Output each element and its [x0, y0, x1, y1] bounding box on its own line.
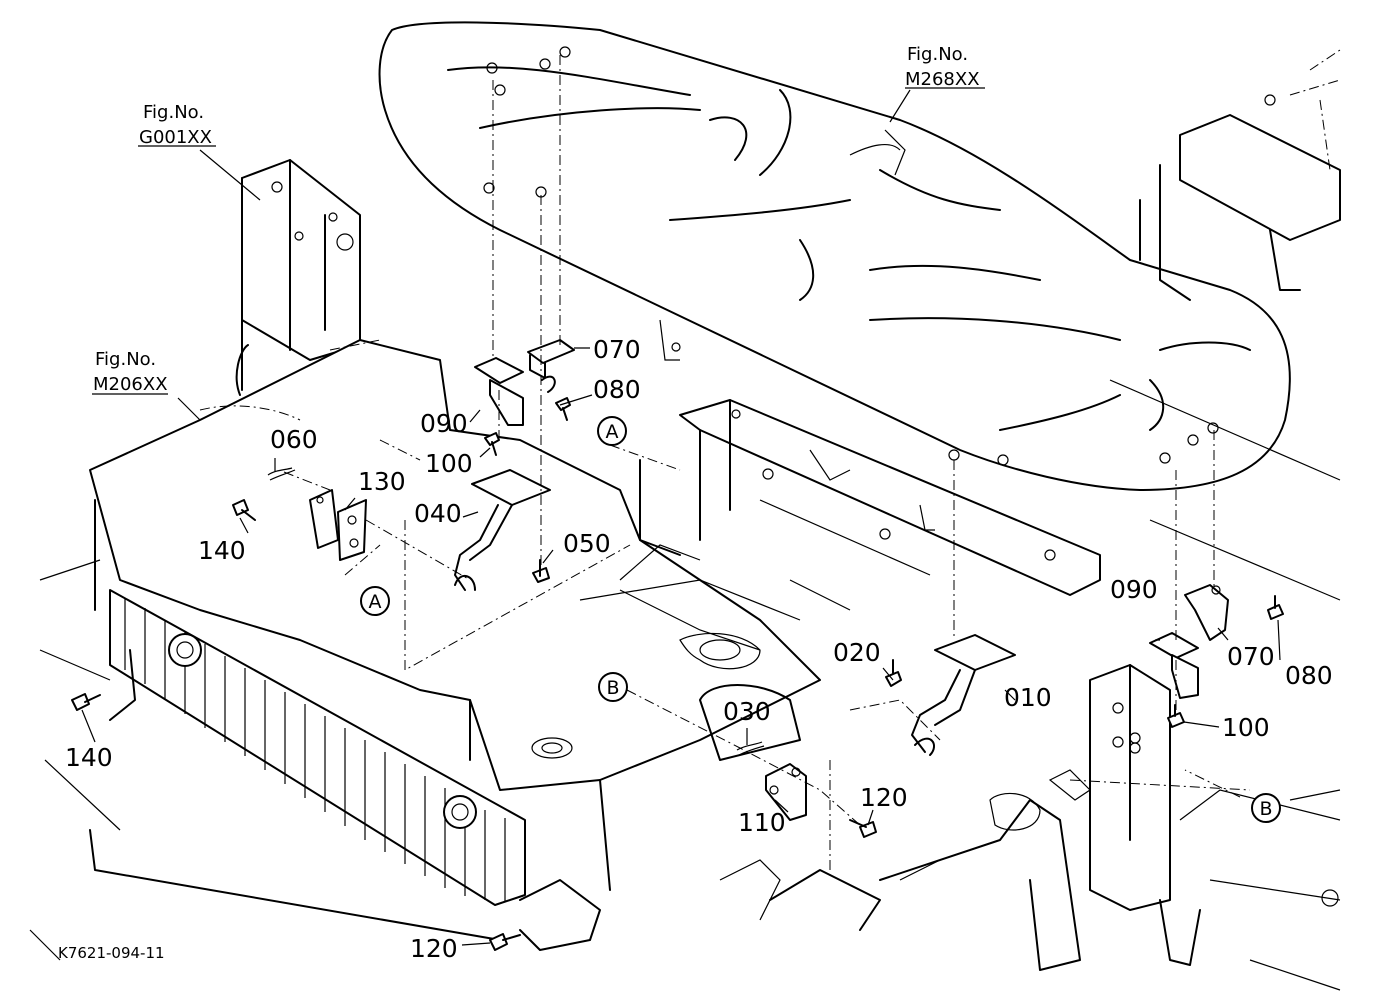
fig-ref-line2: M268XX — [905, 69, 980, 90]
part-label-010: 010 — [1004, 683, 1052, 712]
marker-letter: A — [606, 421, 619, 443]
part-label-030: 030 — [723, 697, 771, 726]
part-label-070: 070 — [1227, 642, 1275, 671]
part-label-120: 120 — [410, 934, 458, 963]
part-090-right-bracket — [1149, 632, 1199, 699]
fig-ref-line1: Fig.No. — [95, 349, 156, 370]
part-010-plate — [911, 634, 1016, 756]
part-label-060: 060 — [270, 425, 318, 454]
main-body — [29, 339, 821, 961]
fig-ref-line1: Fig.No. — [143, 102, 204, 123]
fig-ref-line2: M206XX — [93, 374, 168, 395]
part-090-bracket — [474, 357, 524, 426]
fig-ref-g001: Fig.No. G001XX — [139, 102, 212, 148]
part-label-080: 080 — [593, 375, 641, 404]
part-label-100: 100 — [425, 449, 473, 478]
seat-assembly — [378, 21, 1291, 491]
lower-frame — [699, 684, 1341, 991]
right-frame — [1109, 49, 1341, 601]
part-130-bracket — [309, 489, 367, 561]
marker-letter: B — [1259, 798, 1272, 820]
part-label-090: 090 — [1110, 575, 1158, 604]
fig-ref-m206: Fig.No. M206XX — [93, 349, 168, 395]
front-grille — [89, 589, 601, 951]
part-label-100: 100 — [1222, 713, 1270, 742]
part-label-090: 090 — [420, 409, 468, 438]
right-bracket-plate — [1048, 664, 1201, 966]
part-label-040: 040 — [414, 499, 462, 528]
part-label-120: 120 — [860, 783, 908, 812]
marker-a-top: A — [597, 416, 627, 446]
part-label-140: 140 — [198, 536, 246, 565]
diagram-code: K7621-094-11 — [58, 944, 165, 962]
part-label-070: 070 — [593, 335, 641, 364]
fig-ref-line1: Fig.No. — [907, 44, 968, 65]
part-label-130: 130 — [358, 467, 406, 496]
part-label-110: 110 — [738, 808, 786, 837]
part-070-bracket — [527, 339, 575, 393]
part-040-plate — [454, 469, 551, 591]
marker-letter: A — [369, 591, 382, 613]
marker-b-center: B — [598, 672, 628, 702]
part-labels: 070 080 090 100 060 130 040 050 140 140 … — [65, 335, 1333, 963]
part-label-020: 020 — [833, 638, 881, 667]
split-pins — [267, 467, 765, 756]
central-frame — [639, 319, 1101, 611]
part-070-right-bracket — [1184, 584, 1229, 641]
part-label-080: 080 — [1285, 661, 1333, 690]
part-label-140: 140 — [65, 743, 113, 772]
seat-nut — [483, 46, 1276, 466]
fig-ref-line2: G001XX — [139, 127, 212, 148]
marker-a-left: A — [360, 586, 390, 616]
marker-b-right: B — [1251, 793, 1281, 823]
leader-lines — [283, 55, 1251, 880]
part-110-bracket — [765, 763, 807, 821]
part-label-050: 050 — [563, 529, 611, 558]
fig-ref-m268: Fig.No. M268XX — [905, 44, 980, 90]
marker-letter: B — [606, 677, 619, 699]
callout-leaders — [81, 87, 1281, 946]
